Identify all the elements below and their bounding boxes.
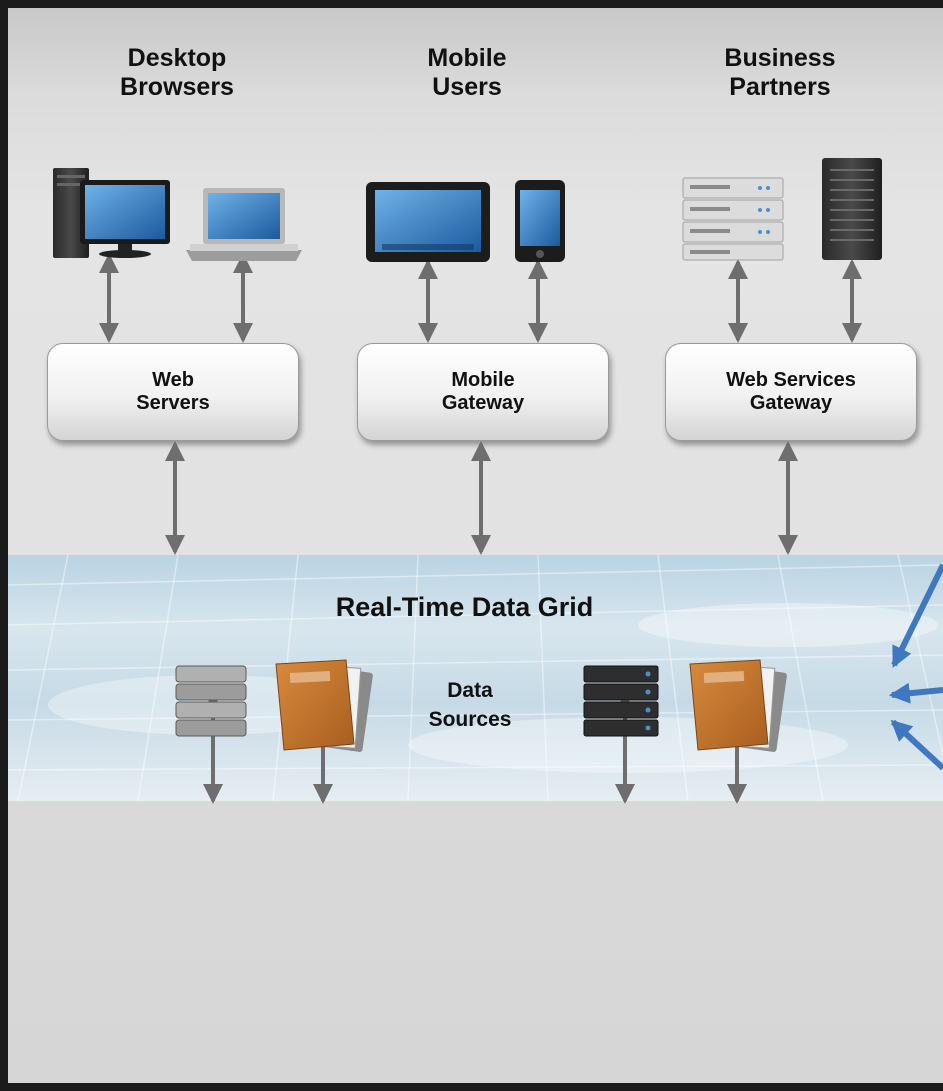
- document-folder-icon: [689, 659, 787, 752]
- smartphone-icon: [515, 180, 565, 262]
- gateway-to-grid-arrows: [165, 441, 798, 555]
- laptop-icon: [186, 188, 302, 261]
- database-icon: [175, 665, 247, 737]
- tower-server-icon: [822, 158, 882, 260]
- external-feed-arrows: [888, 563, 943, 771]
- blue-arrow-1: [891, 563, 943, 668]
- tablet-icon: [366, 182, 490, 262]
- data-grid-title: Real-Time Data Grid: [335, 592, 594, 622]
- document-folder-icon: [275, 659, 373, 752]
- server-rack-icon: [682, 177, 784, 261]
- data-grid-band: [8, 555, 943, 801]
- blue-arrow-3: [890, 719, 943, 771]
- desktop-computer-icon: [53, 168, 170, 258]
- blue-arrow-2: [888, 682, 943, 704]
- device-connector-arrows: [99, 253, 862, 343]
- dark-server-icon: [583, 665, 659, 737]
